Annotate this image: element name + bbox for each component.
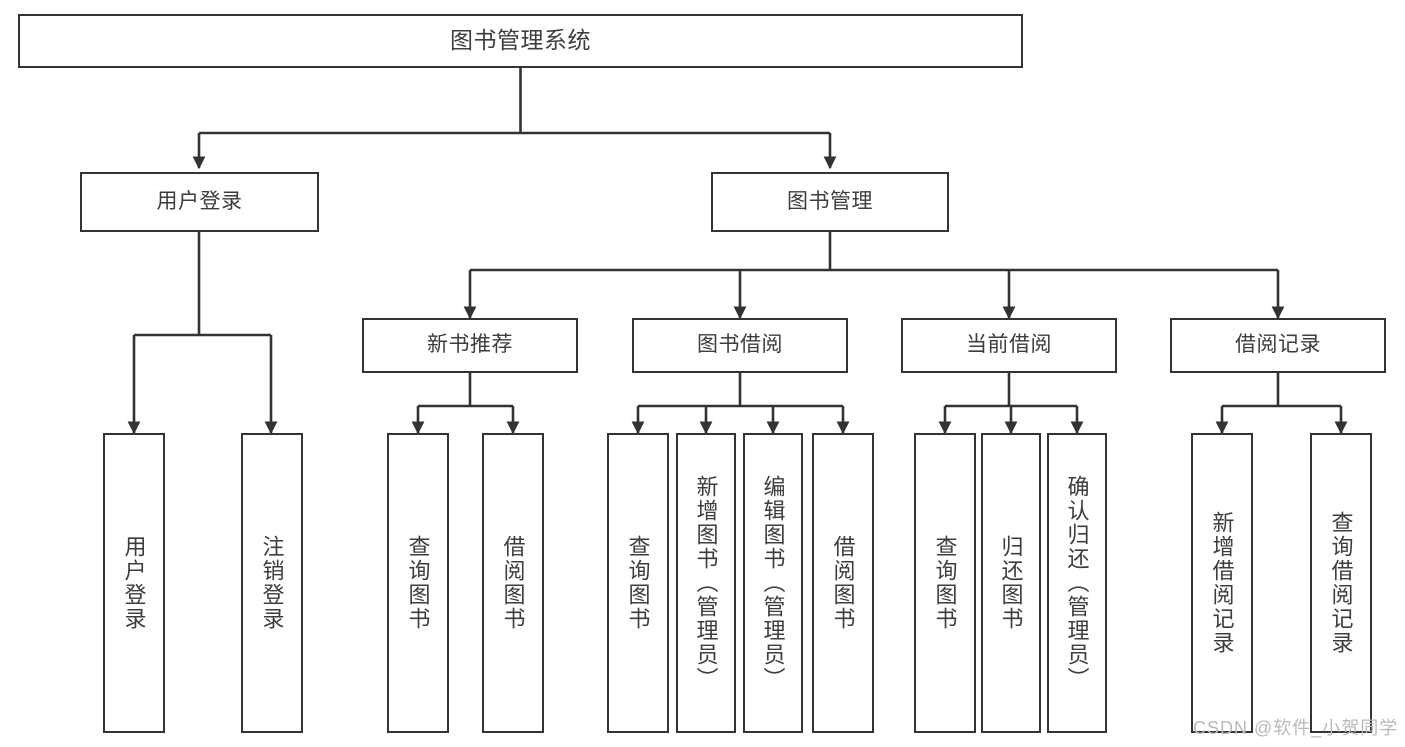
node-leaf-borrow-book-1-label: 借阅图书	[500, 535, 526, 631]
node-leaf-query-borrow-record[interactable]: 查询借阅记录	[1310, 433, 1372, 733]
node-current-borrow-label: 当前借阅	[966, 333, 1052, 357]
node-user-login-label: 用户登录	[156, 189, 243, 213]
node-leaf-confirm-return-label: 确认归还（管理员）	[1064, 475, 1090, 691]
node-leaf-confirm-return[interactable]: 确认归还（管理员）	[1047, 433, 1107, 733]
node-leaf-add-book-label: 新增图书（管理员）	[693, 475, 719, 691]
node-book-borrow-label: 图书借阅	[697, 333, 783, 357]
node-current-borrow[interactable]: 当前借阅	[901, 318, 1117, 373]
node-leaf-query-book-3-label: 查询图书	[932, 535, 958, 631]
node-leaf-logout-login[interactable]: 注销登录	[241, 433, 303, 733]
node-leaf-query-borrow-record-label: 查询借阅记录	[1328, 511, 1354, 655]
node-leaf-borrow-book-2[interactable]: 借阅图书	[812, 433, 874, 733]
node-leaf-query-book-2[interactable]: 查询图书	[607, 433, 669, 733]
node-leaf-query-book-1[interactable]: 查询图书	[387, 433, 449, 733]
node-borrow-record[interactable]: 借阅记录	[1170, 318, 1386, 373]
node-leaf-query-book-1-label: 查询图书	[405, 535, 431, 631]
watermark-text: CSDN @软件_小贺同学	[1193, 718, 1399, 738]
node-leaf-query-book-3[interactable]: 查询图书	[914, 433, 976, 733]
node-new-book-recommend-label: 新书推荐	[427, 333, 513, 357]
node-leaf-user-login-label: 用户登录	[121, 535, 147, 631]
node-leaf-logout-login-label: 注销登录	[259, 535, 285, 631]
node-leaf-add-borrow-record-label: 新增借阅记录	[1209, 511, 1235, 655]
node-leaf-return-book-label: 归还图书	[998, 535, 1024, 631]
node-book-management[interactable]: 图书管理	[711, 172, 949, 232]
node-leaf-borrow-book-2-label: 借阅图书	[830, 535, 856, 631]
node-leaf-add-borrow-record[interactable]: 新增借阅记录	[1191, 433, 1253, 733]
node-user-login[interactable]: 用户登录	[80, 172, 319, 232]
node-leaf-return-book[interactable]: 归还图书	[981, 433, 1041, 733]
node-book-borrow[interactable]: 图书借阅	[632, 318, 848, 373]
node-leaf-edit-book[interactable]: 编辑图书（管理员）	[743, 433, 803, 733]
node-leaf-borrow-book-1[interactable]: 借阅图书	[482, 433, 544, 733]
node-leaf-user-login[interactable]: 用户登录	[103, 433, 165, 733]
node-book-management-label: 图书管理	[787, 189, 873, 213]
node-root-label: 图书管理系统	[450, 27, 591, 54]
node-leaf-query-book-2-label: 查询图书	[625, 535, 651, 631]
node-leaf-edit-book-label: 编辑图书（管理员）	[760, 475, 786, 691]
node-root[interactable]: 图书管理系统	[18, 14, 1023, 68]
node-leaf-add-book[interactable]: 新增图书（管理员）	[676, 433, 736, 733]
node-new-book-recommend[interactable]: 新书推荐	[362, 318, 578, 373]
node-borrow-record-label: 借阅记录	[1235, 333, 1321, 357]
